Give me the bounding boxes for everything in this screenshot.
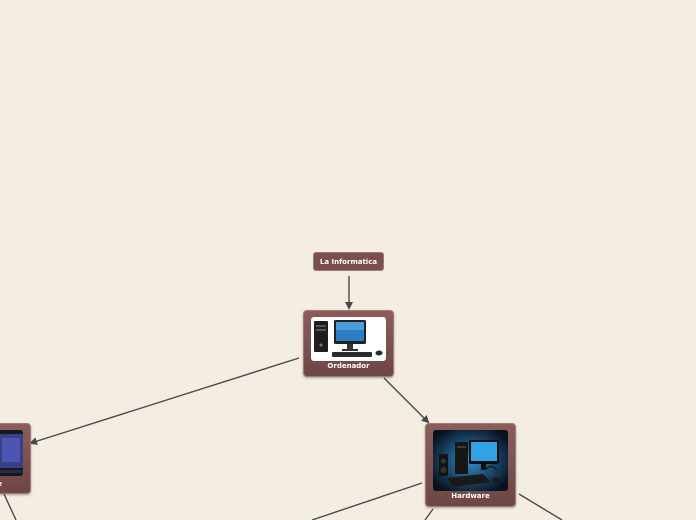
hardware-peripherals-icon — [433, 430, 508, 491]
node-la-informatica[interactable]: La Informatica — [313, 252, 384, 271]
edge-ordenador-to-hardware — [383, 377, 430, 424]
node-la-informatica-label: La Informatica — [319, 257, 378, 266]
edge-ordenador-to-software — [29, 357, 300, 445]
edge-software-down — [3, 493, 17, 520]
node-ordenador-label: Ordenador — [327, 362, 370, 370]
desktop-computer-icon — [311, 317, 386, 361]
software-monitor-icon — [0, 430, 23, 476]
node-hardware[interactable]: Hardware — [425, 423, 516, 507]
node-software[interactable]: e — [0, 423, 31, 494]
node-hardware-label: Hardware — [451, 492, 490, 500]
edge-hardware-down — [424, 508, 434, 520]
edge-hardware-right — [518, 493, 563, 520]
node-software-label: e — [0, 480, 2, 488]
node-ordenador[interactable]: Ordenador — [303, 310, 394, 377]
edge-hardware-left — [311, 482, 423, 520]
